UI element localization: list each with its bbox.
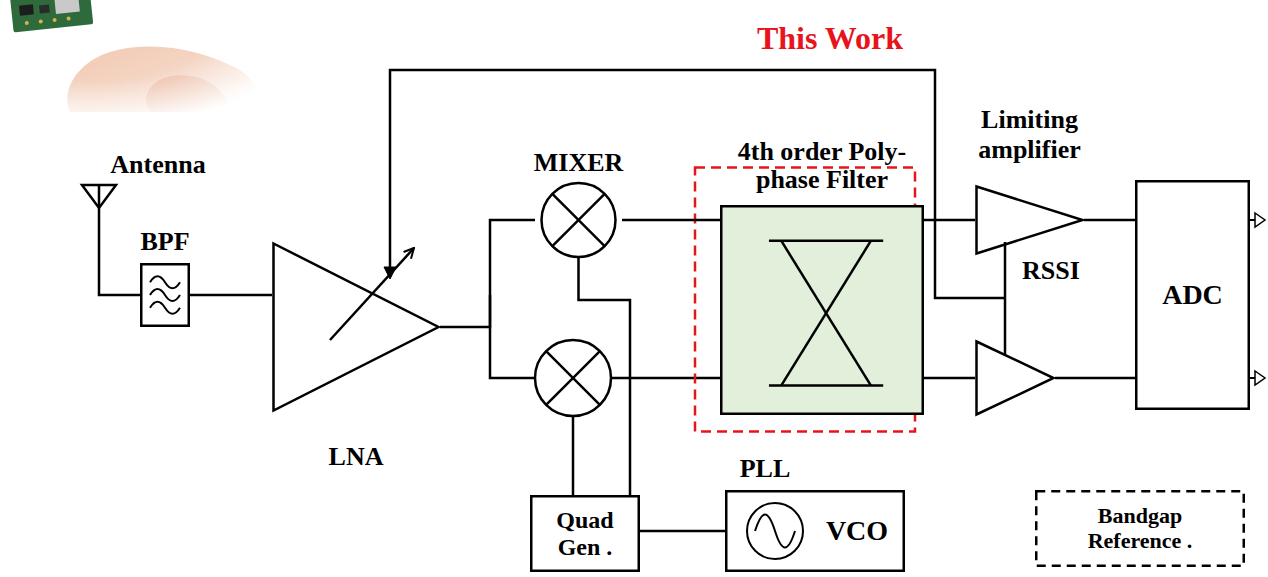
vco-block: PLLVCO (725, 490, 905, 572)
block-label: Limiting amplifier (965, 105, 1095, 165)
block-text: Quad Gen . (549, 507, 621, 560)
polyphase-filter: 4th order Poly-phase Filter (720, 205, 924, 415)
filter-wave (150, 302, 180, 314)
amplifier-symbol (977, 342, 1054, 415)
device-photo (0, 0, 275, 125)
rssi-label: RSSI (1022, 256, 1080, 286)
amplifier-triangle (274, 244, 439, 411)
title-text: This Work (757, 20, 903, 57)
bandpass-filter-outline (140, 263, 190, 327)
block-label: 4th order Poly-phase Filter (715, 138, 930, 195)
signal-wire (622, 219, 720, 222)
arrow-head (384, 267, 396, 279)
filter-wave (150, 276, 180, 288)
mixer-cross (546, 351, 600, 405)
signal-wire (640, 530, 725, 533)
block-text: Bandgap Reference . (1070, 504, 1210, 552)
signal-wire (490, 295, 535, 378)
output-arrow (1255, 371, 1265, 385)
block-border (1036, 491, 1244, 566)
antenna-label: Antenna (110, 150, 205, 180)
mixer-cross (552, 194, 604, 246)
signal-wire (190, 294, 272, 297)
block-label: PLL (740, 454, 791, 484)
mixer-symbol-outline (535, 182, 622, 258)
oscillator-symbol (747, 503, 803, 559)
filter-cross (781, 241, 871, 386)
filter-line (769, 239, 883, 242)
rssi-wire (1004, 242, 1007, 354)
block-label: BPF (140, 227, 189, 257)
adc-block: ADC (1135, 180, 1250, 410)
block-border (721, 206, 923, 414)
bandgap-reference: Bandgap Reference . (1035, 490, 1245, 567)
limiting-amplifier-outline (975, 185, 1084, 255)
block-text: VCO (826, 515, 888, 547)
signal-wire (440, 220, 535, 327)
signal-wire (924, 219, 975, 222)
mixer-symbol: MIXER (535, 182, 622, 258)
photo-fade (0, 0, 275, 125)
quadrature-generator: Quad Gen . (530, 495, 640, 572)
block-border (531, 496, 639, 571)
signal-wire (611, 377, 720, 380)
output-arrow (1255, 213, 1265, 227)
signal-wire (1084, 219, 1135, 222)
block-text: ADC (1162, 279, 1223, 311)
block-border (141, 264, 189, 326)
filter-cross (781, 241, 871, 386)
limiting-amplifier: Limiting amplifier (975, 185, 1084, 255)
mixer-cross (546, 351, 600, 405)
block-border (1136, 181, 1249, 409)
polyphase-filter-outline (720, 205, 924, 415)
signal-wire (1055, 377, 1135, 380)
filter-line (769, 384, 883, 387)
mixer-circle (542, 183, 616, 257)
block-label: MIXER (534, 148, 624, 178)
bandpass-filter: BPF (140, 263, 190, 327)
mixer-symbol (535, 340, 611, 416)
lna-amplifier: LNA (272, 242, 440, 412)
signal-wire (99, 185, 140, 295)
signal-wire (579, 258, 631, 495)
sine-wave (755, 515, 795, 548)
mixer-cross (552, 194, 604, 246)
lo-wire (572, 416, 575, 495)
block-label: LNA (329, 442, 384, 472)
amplifier-triangle (977, 187, 1083, 254)
lna-amplifier-outline (272, 242, 440, 412)
block-border (726, 491, 904, 571)
filter-wave (150, 289, 180, 301)
